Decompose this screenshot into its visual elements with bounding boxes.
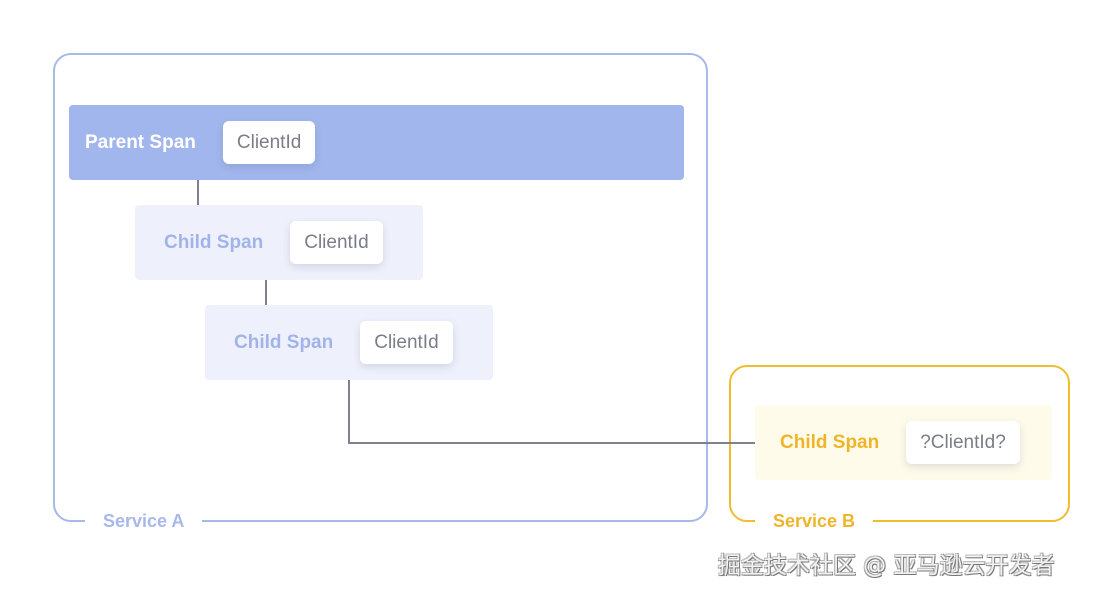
child-span-2: Child Span ClientId <box>205 305 493 380</box>
connector-child1-to-child2 <box>265 280 267 305</box>
service-a-container: Service A <box>53 53 708 531</box>
span-title: Parent Span <box>85 131 196 153</box>
watermark: 掘金技术社区 @ 亚马逊云开发者 <box>718 553 1055 579</box>
client-id-tag: ClientId <box>290 221 383 264</box>
child-span-service-b: Child Span ?ClientId? <box>755 405 1052 480</box>
service-b-container: Service B <box>729 365 1070 531</box>
connector-child2-to-child3-vertical <box>348 380 350 444</box>
connector-child2-to-child3-horizontal <box>348 442 755 444</box>
unknown-client-id-tag: ?ClientId? <box>906 421 1020 464</box>
connector-parent-to-child1 <box>197 180 199 205</box>
span-title: Child Span <box>164 231 264 253</box>
parent-span: Parent Span ClientId <box>69 105 684 180</box>
service-b-label: Service B <box>755 511 874 531</box>
span-title: Child Span <box>780 431 880 453</box>
client-id-tag: ClientId <box>222 121 316 164</box>
span-title: Child Span <box>234 331 334 353</box>
service-a-label: Service A <box>85 511 203 531</box>
client-id-tag: ClientId <box>360 321 453 364</box>
child-span-1: Child Span ClientId <box>135 205 423 280</box>
